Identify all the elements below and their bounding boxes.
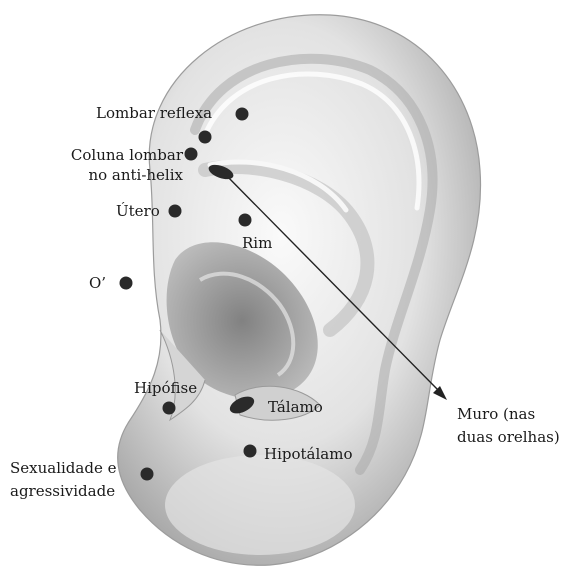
point-coluna-lombar bbox=[185, 148, 198, 161]
label-sexualidade-line1: Sexualidade e bbox=[10, 458, 116, 478]
ear-lobe bbox=[165, 455, 355, 555]
point-utero bbox=[169, 205, 182, 218]
point-sexualidade bbox=[141, 468, 154, 481]
label-talamo: Tálamo bbox=[268, 397, 323, 417]
point-lombar-reflexa bbox=[236, 108, 249, 121]
point-hipofise bbox=[163, 402, 176, 415]
label-rim: Rim bbox=[242, 233, 272, 253]
label-muro-line1: Muro (nas bbox=[457, 404, 535, 424]
muro-arrow-head bbox=[433, 386, 447, 400]
point-hipotalamo bbox=[244, 445, 257, 458]
label-utero: Útero bbox=[116, 201, 160, 221]
label-o-prime: O’ bbox=[89, 273, 106, 293]
point-lombar-reflexa-2 bbox=[199, 131, 212, 144]
label-lombar-reflexa: Lombar reflexa bbox=[96, 103, 212, 123]
label-muro-line2: duas orelhas) bbox=[457, 427, 560, 447]
label-hipofise: Hipófise bbox=[134, 378, 197, 398]
point-o-prime bbox=[120, 277, 133, 290]
label-coluna-lombar-line2: no anti-helix bbox=[46, 165, 183, 185]
label-hipotalamo: Hipotálamo bbox=[264, 444, 352, 464]
label-sexualidade-line2: agressividade bbox=[10, 481, 115, 501]
point-rim bbox=[239, 214, 252, 227]
label-coluna-lombar-line1: Coluna lombar bbox=[46, 145, 183, 165]
